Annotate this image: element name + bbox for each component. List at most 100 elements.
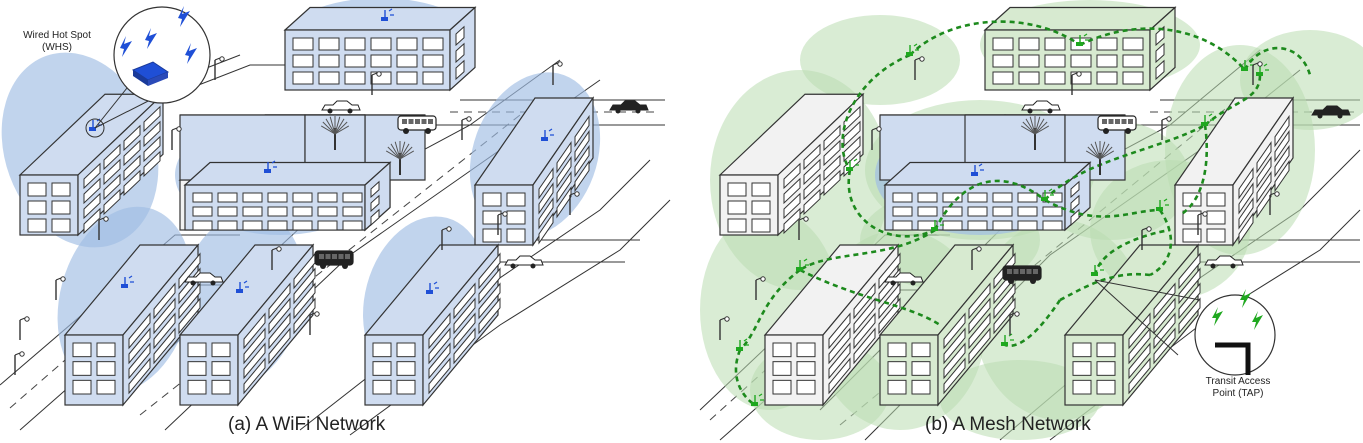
building-roof bbox=[985, 8, 1175, 31]
lamp-head bbox=[315, 312, 319, 316]
bus-window bbox=[1033, 269, 1038, 274]
bus-icon bbox=[315, 251, 353, 269]
building-roof bbox=[185, 163, 390, 186]
window bbox=[373, 380, 391, 394]
bus-wheel bbox=[1103, 128, 1109, 134]
window bbox=[507, 211, 525, 224]
window bbox=[968, 193, 987, 202]
bus-window bbox=[339, 254, 344, 259]
window bbox=[943, 221, 962, 230]
building bbox=[185, 163, 390, 231]
window bbox=[319, 72, 339, 84]
window bbox=[993, 72, 1013, 84]
window bbox=[188, 380, 206, 394]
car-wheel bbox=[911, 281, 916, 286]
window bbox=[752, 219, 770, 232]
window bbox=[918, 193, 937, 202]
window bbox=[1073, 362, 1091, 376]
bus-window bbox=[1020, 269, 1025, 274]
tap-label: Transit Access Point (TAP) bbox=[1186, 376, 1290, 400]
window bbox=[773, 362, 791, 376]
lamp-arm bbox=[1162, 118, 1167, 120]
window bbox=[293, 72, 313, 84]
lamp-arm bbox=[15, 353, 20, 355]
window bbox=[373, 362, 391, 376]
building bbox=[985, 8, 1175, 91]
window bbox=[28, 183, 46, 196]
bus-window bbox=[1122, 119, 1127, 124]
lamp-head bbox=[177, 127, 181, 131]
antenna-base bbox=[236, 289, 243, 293]
window bbox=[752, 201, 770, 214]
bus-window bbox=[326, 254, 331, 259]
lamp-head bbox=[20, 352, 24, 356]
bus-window bbox=[422, 119, 427, 124]
window bbox=[345, 72, 365, 84]
tap-label-line1: Transit Access bbox=[1186, 376, 1290, 388]
bus-window bbox=[409, 119, 414, 124]
window bbox=[1018, 193, 1037, 202]
window bbox=[293, 193, 312, 202]
window bbox=[193, 207, 212, 216]
car-icon bbox=[610, 101, 648, 114]
window bbox=[1045, 55, 1065, 67]
antenna-base bbox=[121, 284, 128, 288]
window bbox=[73, 343, 91, 357]
window bbox=[318, 221, 337, 230]
lamp-head bbox=[877, 127, 881, 131]
antenna-base bbox=[971, 172, 978, 176]
car-wheel bbox=[328, 109, 333, 114]
car-icon bbox=[505, 256, 543, 269]
window bbox=[507, 193, 525, 206]
window bbox=[345, 55, 365, 67]
car-wheel bbox=[1231, 264, 1236, 269]
window bbox=[888, 362, 906, 376]
car-body bbox=[610, 101, 648, 110]
window bbox=[212, 343, 230, 357]
whs-label-line1: Wired Hot Spot bbox=[12, 30, 102, 42]
bus-window bbox=[428, 119, 433, 124]
window bbox=[1045, 38, 1065, 50]
car-wheel bbox=[636, 109, 641, 114]
window bbox=[97, 380, 115, 394]
wifi-network-panel bbox=[0, 0, 670, 435]
window bbox=[888, 380, 906, 394]
lamp-head bbox=[503, 212, 507, 216]
car-icon bbox=[322, 101, 360, 114]
window bbox=[1018, 207, 1037, 216]
bus-window bbox=[332, 254, 337, 259]
bus-wheel bbox=[425, 128, 431, 134]
antenna-base bbox=[906, 52, 913, 56]
tap-label-line2: Point (TAP) bbox=[1186, 388, 1290, 400]
building bbox=[885, 163, 1090, 231]
lamp-head bbox=[920, 57, 924, 61]
mesh-network-panel bbox=[700, 0, 1363, 440]
lamp-arm bbox=[215, 58, 220, 60]
window bbox=[728, 201, 746, 214]
window bbox=[1045, 72, 1065, 84]
window bbox=[1073, 343, 1091, 357]
bus-window bbox=[402, 119, 407, 124]
window bbox=[993, 55, 1013, 67]
window bbox=[293, 207, 312, 216]
building bbox=[285, 8, 475, 91]
window bbox=[1123, 72, 1143, 84]
window bbox=[423, 72, 443, 84]
window bbox=[73, 380, 91, 394]
window bbox=[343, 221, 362, 230]
lamp-head bbox=[467, 117, 471, 121]
bus-window bbox=[1014, 269, 1019, 274]
antenna-base bbox=[1001, 342, 1008, 346]
antenna-base bbox=[381, 17, 388, 21]
lamp-head bbox=[1167, 117, 1171, 121]
window bbox=[28, 219, 46, 232]
lamp-head bbox=[25, 317, 29, 321]
window bbox=[1097, 55, 1117, 67]
window bbox=[1207, 229, 1225, 242]
window bbox=[893, 193, 912, 202]
window bbox=[728, 183, 746, 196]
window bbox=[1019, 72, 1039, 84]
antenna-base bbox=[931, 227, 938, 231]
car-wheel bbox=[1028, 109, 1033, 114]
